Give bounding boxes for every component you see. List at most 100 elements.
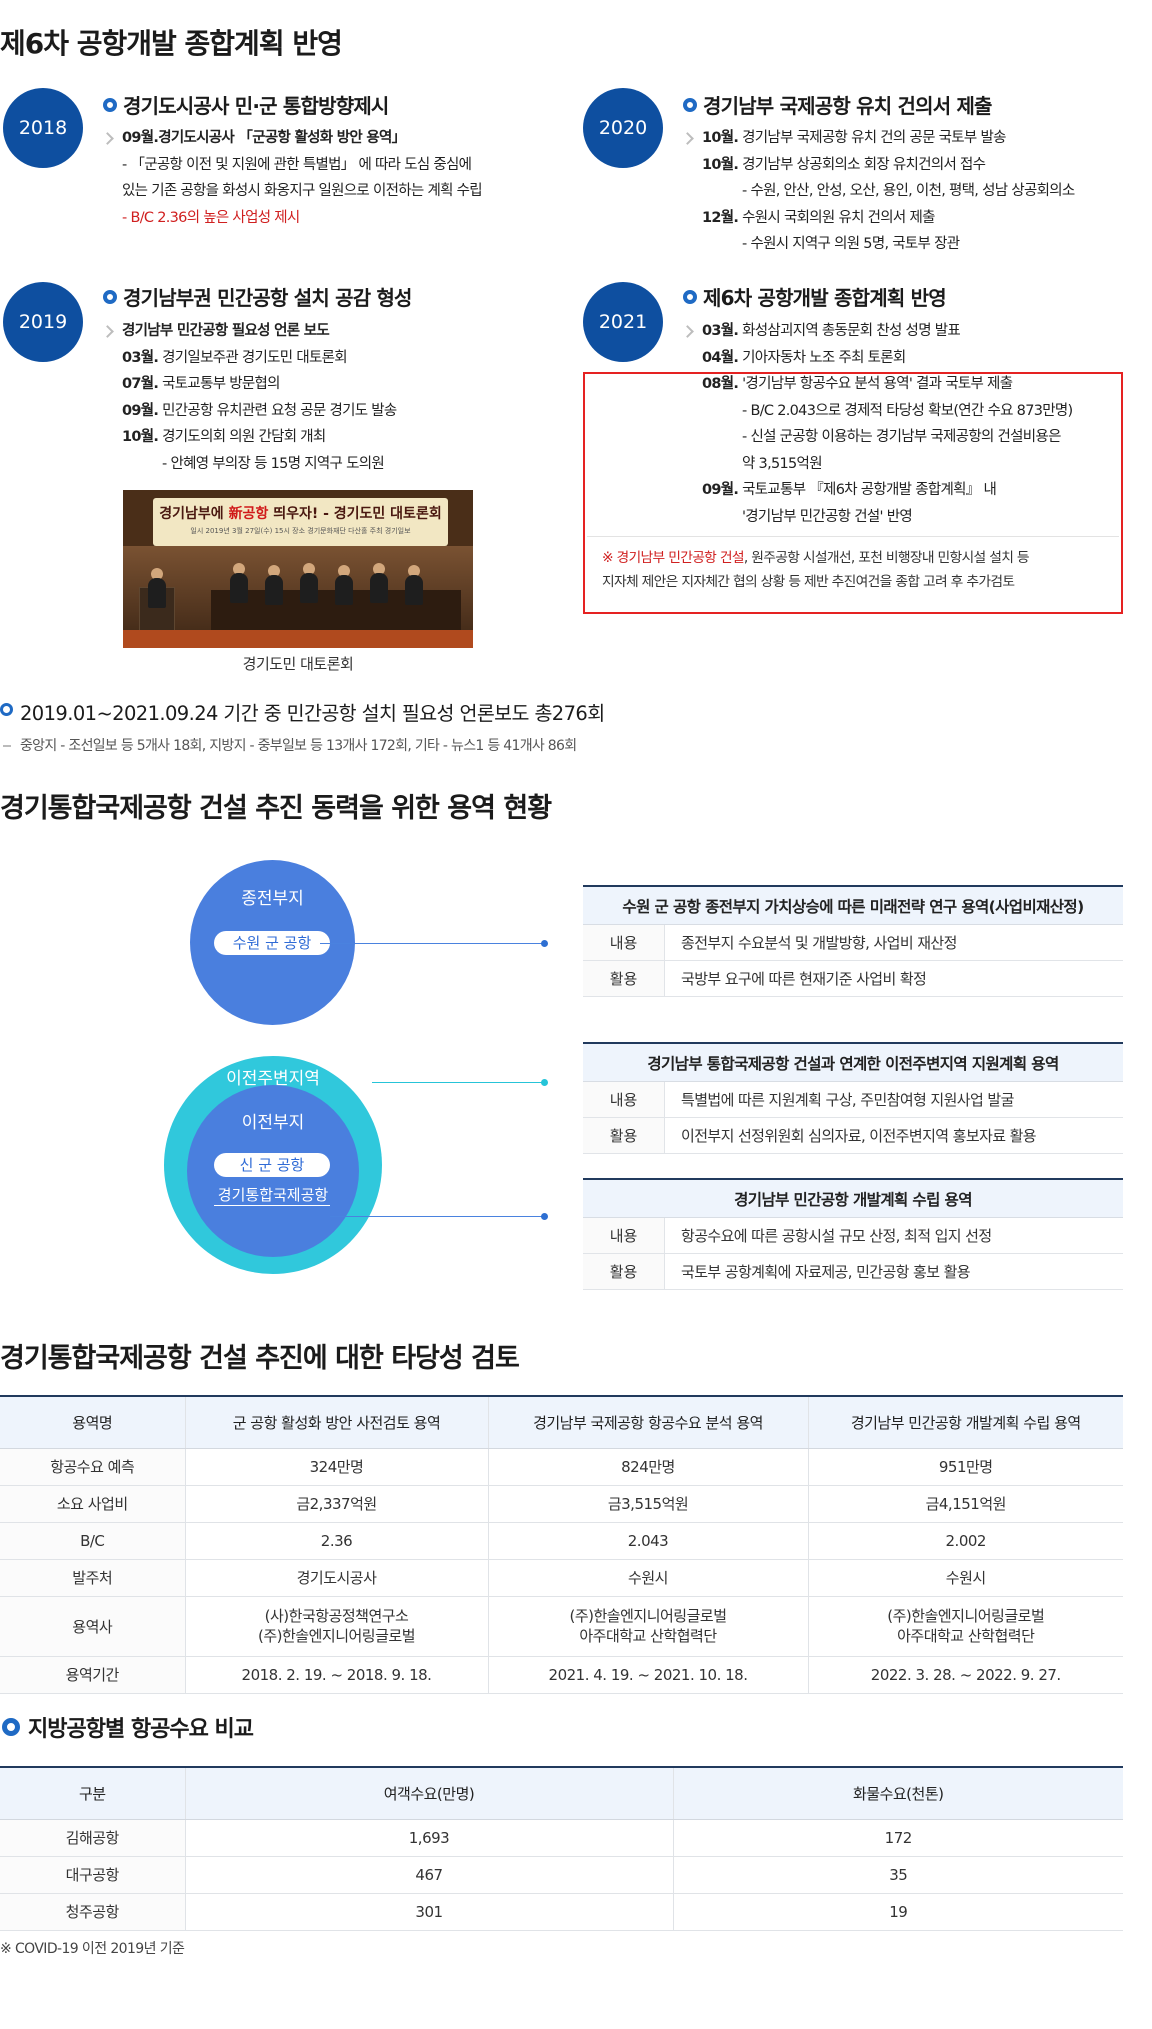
event-line: 있는 기존 공항을 화성시 화옹지구 일원으로 이전하는 계획 수립 (122, 183, 483, 199)
chevron-right-icon (101, 132, 114, 145)
row-value: 특별법에 따른 지원계획 구상, 주민참여형 지원사업 발굴 (681, 1091, 1014, 1109)
event-line: - 신설 군공항 이용하는 경기남부 국제공항의 건설비용은 (742, 429, 1061, 445)
project-card: 경기남부 통합국제공항 건설과 연계한 이전주변지역 지원계획 용역 내용 특별법… (583, 1042, 1123, 1154)
highlight-box (583, 372, 1123, 614)
relocation-area-label: 이전주변지역 (226, 1069, 320, 1089)
project-card: 경기남부 민간공항 개발계획 수립 용역 내용 항공수요에 따른 공항시설 규모 … (583, 1178, 1123, 1290)
section-title-feasibility: 경기통합국제공항 건설 추진에 대한 타당성 검토 (0, 1343, 520, 1374)
event-line: 경기남부 민간공항 필요성 언론 보도 (122, 323, 330, 339)
chevron-right-icon (101, 325, 114, 338)
feasibility-table: 용역명 군 공항 활성화 방안 사전검토 용역 경기남부 국제공항 항공수요 분… (0, 1395, 1123, 1694)
event-line: - 「군공항 이전 및 지원에 관한 특별법」 에 따라 도심 중심에 (122, 156, 472, 173)
bullet-ring-icon (683, 98, 697, 112)
note-line: 지자체 제안은 지자체간 협의 상황 등 제반 추진여건을 종합 고려 후 추가… (602, 574, 1015, 590)
event-line: 09월. 민간공항 유치관련 요청 공문 경기도 발송 (122, 402, 397, 419)
connector-dot (541, 1079, 548, 1086)
col-header: 경기남부 국제공항 항공수요 분석 용역 (488, 1395, 809, 1449)
footnote: ※ COVID-19 이전 2019년 기준 (0, 1941, 185, 1957)
bullet-ring-icon (103, 290, 117, 304)
press-summary-detail: 중앙지 - 조선일보 등 5개사 18회, 지방지 - 중부일보 등 13개사 … (20, 738, 577, 754)
col-header: 군 공항 활성화 방안 사전검토 용역 (185, 1395, 489, 1449)
connector-line (320, 943, 544, 944)
event-line: 03월. 화성삼괴지역 총동문회 찬성 성명 발표 (702, 323, 961, 339)
note-line: ※ 경기남부 민간공항 건설, 원주공항 시설개선, 포천 비행장내 민항시설 … (602, 550, 1030, 566)
connector-line (372, 1082, 544, 1083)
event-line: - 수원, 안산, 안성, 오산, 용인, 이천, 평택, 성남 상공회의소 (742, 183, 1075, 199)
row-label: 내용 (583, 1082, 665, 1117)
row-value: 종전부지 수요분석 및 개발방향, 사업비 재산정 (681, 934, 957, 952)
press-summary: 2019.01~2021.09.24 기간 중 민간공항 설치 필요성 언론보도… (20, 702, 605, 725)
project-title: 수원 군 공항 종전부지 가치상승에 따른 미래전략 연구 용역(사업비재산정) (583, 887, 1123, 925)
event-line: 약 3,515억원 (742, 455, 823, 472)
event-line: 04월. 기아자동차 노조 주최 토론회 (702, 349, 906, 366)
photo-banner: 경기남부에 新공항 띄우자! - 경기도민 대토론회 일시 2019년 3월 2… (153, 498, 448, 546)
relocation-site-label: 이전부지 (241, 1113, 305, 1133)
section-title-projects: 경기통합국제공항 건설 추진 동력을 위한 용역 현황 (0, 793, 552, 824)
event-line: 10월. 경기도의회 의원 간담회 개최 (122, 429, 326, 445)
event-line: 10월. 경기남부 국제공항 유치 건의 공문 국토부 발송 (702, 130, 1006, 146)
photo-caption: 경기도민 대토론회 (242, 655, 354, 673)
bullet-ring-icon (2, 1718, 20, 1736)
event-line: 03월. 경기일보주관 경기도민 대토론회 (122, 349, 348, 366)
col-header: 여객수요(만명) (185, 1766, 674, 1820)
event-line: 10월. 경기남부 상공회의소 회장 유치건의서 접수 (702, 156, 986, 173)
photo-figure (148, 578, 166, 608)
year-badge-2020: 2020 (583, 88, 663, 168)
bullet-ring-icon (683, 290, 697, 304)
event-line: - B/C 2.043으로 경제적 타당성 확보(연간 수요 873만명) (742, 402, 1073, 419)
project-card: 수원 군 공항 종전부지 가치상승에 따른 미래전략 연구 용역(사업비재산정)… (583, 885, 1123, 997)
col-header: 용역명 (0, 1395, 186, 1449)
col-header: 경기남부 민간공항 개발계획 수립 용역 (808, 1395, 1123, 1449)
connector-line (330, 1216, 544, 1217)
divider (587, 536, 1119, 537)
event-title-2018: 경기도시공사 민·군 통합방향제시 (123, 94, 389, 118)
event-line: 12월. 수원시 국회의원 유치 건의서 제출 (702, 209, 935, 226)
bullet-ring-icon (103, 98, 117, 112)
suwon-airbase-pill: 수원 군 공항 (214, 931, 330, 955)
event-line-highlight: - B/C 2.36의 높은 사업성 제시 (122, 209, 300, 226)
chevron-right-icon (681, 132, 694, 145)
year-badge-2018: 2018 (3, 88, 83, 168)
event-line: 09월.경기도시공사 「군공항 활성화 방안 용역」 (122, 130, 406, 146)
section-title-plan: 제6차 공항개발 종합계획 반영 (0, 27, 343, 60)
event-title-2019: 경기남부권 민간공항 설치 공감 형성 (123, 286, 412, 310)
event-line: 07월. 국토교통부 방문협의 (122, 376, 281, 392)
row-value: 항공수요에 따른 공항시설 규모 산정, 최적 입지 선정 (681, 1227, 992, 1245)
event-title-2021: 제6차 공항개발 종합계획 반영 (703, 286, 947, 310)
row-label: 활용 (583, 1254, 665, 1289)
underline (214, 1205, 330, 1206)
debate-photo: 경기남부에 新공항 띄우자! - 경기도민 대토론회 일시 2019년 3월 2… (123, 490, 473, 648)
project-title: 경기남부 통합국제공항 건설과 연계한 이전주변지역 지원계획 용역 (583, 1044, 1123, 1082)
integrated-airport-label: 경기통합국제공항 (217, 1186, 329, 1204)
connector-dot (541, 940, 548, 947)
bullet-ring-icon (0, 703, 13, 716)
row-value: 이전부지 선정위원회 심의자료, 이전주변지역 홍보자료 활용 (681, 1127, 1037, 1145)
section-title-demand: 지방공항별 항공수요 비교 (28, 1717, 254, 1742)
row-value: 국방부 요구에 따른 현재기준 사업비 확정 (681, 970, 927, 988)
year-badge-2019: 2019 (3, 282, 83, 362)
project-title: 경기남부 민간공항 개발계획 수립 용역 (583, 1180, 1123, 1218)
event-line: - 안혜영 부의장 등 15명 지역구 도의원 (162, 455, 385, 472)
event-line: 09월. 국토교통부 『제6차 공항개발 종합계획』 내 (702, 482, 997, 498)
row-label: 활용 (583, 961, 665, 996)
row-label: 활용 (583, 1118, 665, 1153)
row-label: 내용 (583, 1218, 665, 1253)
new-airbase-pill: 신 군 공항 (214, 1153, 330, 1177)
row-value: 국토부 공항계획에 자료제공, 민간공항 홍보 활용 (681, 1263, 971, 1281)
former-site-label: 종전부지 (241, 889, 304, 909)
connector-dot (541, 1213, 548, 1220)
photo-floor (123, 630, 473, 648)
event-title-2020: 경기남부 국제공항 유치 건의서 제출 (703, 94, 992, 118)
chevron-right-icon (681, 325, 694, 338)
event-line: - 수원시 지역구 의원 5명, 국토부 장관 (742, 236, 960, 252)
event-line: 08월. '경기남부 항공수요 분석 용역' 결과 국토부 제출 (702, 376, 1013, 392)
